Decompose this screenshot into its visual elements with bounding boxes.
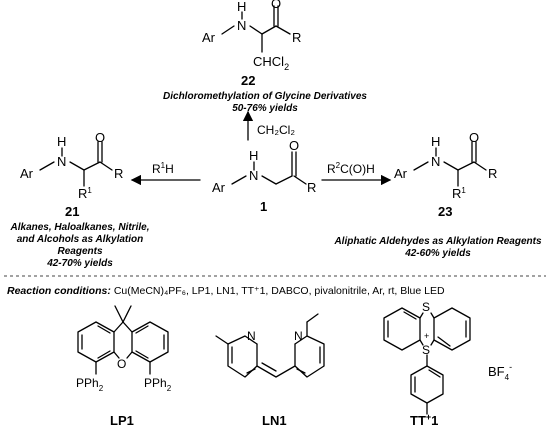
compound-23-number: 23 — [438, 204, 452, 219]
product-22-nh: H — [237, 0, 246, 14]
lp1-oxygen: O — [117, 357, 126, 371]
reagent-r1h: R1H — [152, 161, 174, 176]
caption-21-line2: and Alcohols as Alkylation — [17, 234, 144, 245]
lp1-pph2-left: PPh2 — [76, 376, 104, 393]
product-21-nitrogen: N — [57, 154, 66, 169]
product-22-aryl: Ar — [202, 30, 216, 45]
starting-material-1: Ar N H O R 1 — [212, 138, 316, 214]
product-22: Ar N H O R CHCl2 22 — [202, 0, 301, 88]
ligand-lp1-label: LP1 — [110, 413, 134, 428]
product-21-r: R — [114, 166, 123, 181]
product-22-chcl2: CHCl2 — [253, 54, 289, 72]
product-22-nitrogen: N — [237, 18, 246, 33]
nitrogen-label: N — [249, 168, 258, 183]
product-23-oxygen: O — [469, 130, 479, 145]
compound-22-number: 22 — [241, 73, 255, 88]
compound-1-number: 1 — [260, 199, 267, 214]
product-21-oxygen: O — [95, 130, 105, 145]
product-23-nitrogen: N — [431, 154, 440, 169]
product-21-nh: H — [57, 134, 66, 149]
ln1-nitrogen-left: N — [247, 329, 256, 343]
caption-22-line1: Dichloromethylation of Glycine Derivativ… — [163, 91, 367, 102]
product-23: Ar N H O R R1 23 — [394, 130, 497, 219]
reaction-conditions: Reaction conditions:Cu(MeCN)₄PF₆, LP1, L… — [7, 285, 445, 297]
ligand-lp1-structure: O PPh2 PPh2 — [76, 305, 172, 393]
tt1-sulfur-top: S — [422, 300, 430, 314]
product-21-r1: R1 — [78, 186, 92, 201]
tt1-sulfonium-charge: + — [424, 331, 429, 341]
product-23-r: R — [488, 166, 497, 181]
r-group-label: R — [307, 180, 316, 195]
compound-21-number: 21 — [65, 204, 79, 219]
caption-21-line3: Reagents — [57, 246, 102, 257]
product-23-aryl: Ar — [394, 166, 408, 181]
ligand-ln1-structure: N N — [215, 313, 325, 378]
caption-22-line2: 50-76% yields — [232, 103, 298, 114]
product-22-r: R — [292, 30, 301, 45]
lp1-pph2-right: PPh2 — [144, 376, 172, 393]
aryl-label: Ar — [212, 180, 226, 195]
carbonyl-oxygen-label: O — [289, 138, 299, 153]
reagent-ch2cl2: CH₂Cl₂ — [257, 123, 295, 137]
reagent-r2cho: R2C(O)H — [327, 161, 375, 176]
ln1-nitrogen-right: N — [294, 329, 303, 343]
ligand-ln1-label: LN1 — [262, 413, 287, 428]
product-23-nh: H — [431, 134, 440, 149]
product-21: Ar N H O R R1 21 — [20, 130, 123, 219]
ligand-tt1-structure: S S + BF4- — [383, 300, 512, 415]
caption-23-line1: Aliphatic Aldehydes as Alkylation Reagen… — [333, 236, 542, 247]
product-22-oxygen: O — [271, 0, 281, 11]
tt1-counterion-bf4: BF4- — [488, 362, 512, 382]
caption-23-line2: 42-60% yields — [404, 248, 471, 259]
nh-hydrogen-label: H — [249, 148, 258, 163]
caption-21-line1: Alkanes, Haloalkanes, Nitrile, — [10, 222, 150, 233]
ligand-tt1-label: TT+1 — [410, 412, 438, 428]
product-23-r1: R1 — [452, 186, 466, 201]
product-21-aryl: Ar — [20, 166, 34, 181]
caption-21-line4: 42-70% yields — [46, 258, 113, 269]
tt1-sulfur-bottom: S — [422, 343, 430, 357]
